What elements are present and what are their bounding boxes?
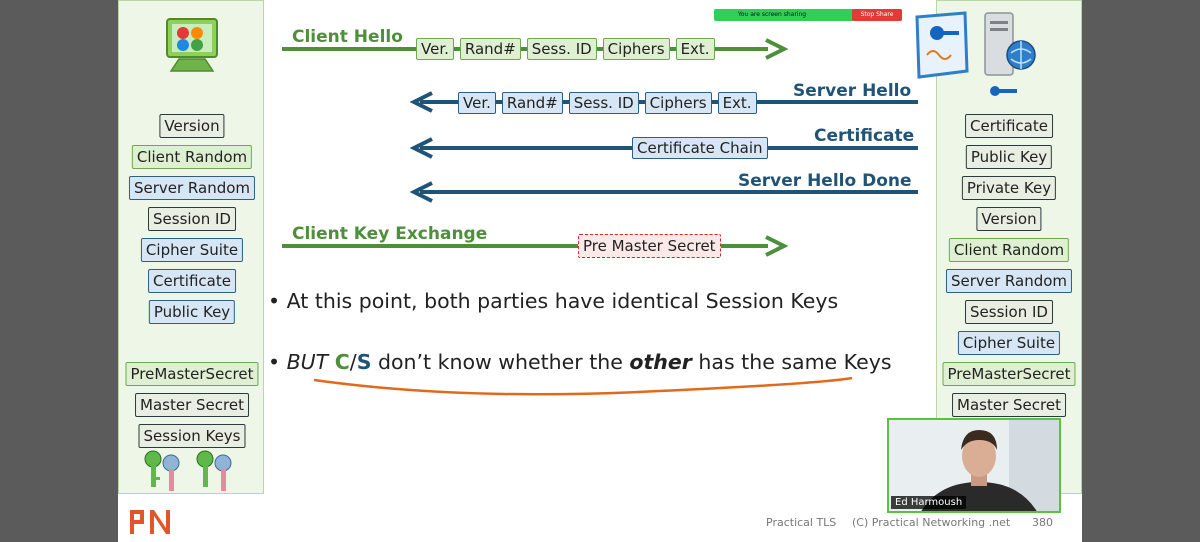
server-tower-icon <box>984 12 1036 96</box>
client-panel-item: Server Random <box>128 176 256 200</box>
certificate-label: Certificate <box>814 126 915 146</box>
server-panel-item: Server Random <box>945 269 1073 293</box>
client-panel-item: Version <box>159 114 225 138</box>
server-hello-field: Ext. <box>717 92 757 114</box>
bullet-keys-unknown: • BUT C/S don’t know whether the other h… <box>268 350 892 374</box>
presenter-video-frame <box>889 420 1059 511</box>
right-letterbox <box>1082 0 1200 542</box>
session-keys-icon <box>144 450 232 491</box>
left-letterbox <box>0 0 118 542</box>
server-hello-field: Sess. ID <box>568 92 639 114</box>
client-hello-arrow <box>282 47 768 51</box>
certificate-chain-field: Certificate Chain <box>632 137 768 159</box>
server-panel-item: Certificate <box>965 114 1053 138</box>
client-key-exchange-label: Client Key Exchange <box>292 224 488 244</box>
bullet-mid: don’t know whether the <box>371 350 630 374</box>
server-panel-item: Session ID <box>965 300 1053 324</box>
client-computer-icon <box>166 18 218 72</box>
webcam-video: Ed Harmoush <box>887 418 1061 513</box>
client-panel-item: Session ID <box>148 207 236 231</box>
server-hello-field: Rand# <box>501 92 563 114</box>
certificate-fields: Certificate Chain <box>632 137 774 159</box>
server-panel-item: Cipher Suite <box>957 331 1061 355</box>
server-hello-field: Ciphers <box>644 92 712 114</box>
server-panel-item: Master Secret <box>952 393 1066 417</box>
bullet-end: has the same Keys <box>691 350 892 374</box>
server-hello-done-label: Server Hello Done <box>738 171 912 191</box>
bullet-s: S <box>356 350 372 374</box>
client-hello-field: Ciphers <box>602 38 670 60</box>
server-panel-item: Public Key <box>965 145 1053 169</box>
server-panel-item: PreMasterSecret <box>942 362 1076 386</box>
server-certificate-icon <box>915 11 969 79</box>
bullet-identical-keys: • At this point, both parties have ident… <box>268 289 838 313</box>
client-hello-field: Ver. <box>416 38 454 60</box>
client-panel-item: Public Key <box>148 300 236 324</box>
server-hello-done-arrowhead <box>410 181 433 203</box>
server-hello-done-arrow <box>420 190 918 194</box>
client-hello-label: Client Hello <box>292 27 403 47</box>
client-hello-field: Sess. ID <box>526 38 597 60</box>
underline-annotation <box>313 376 853 396</box>
client-hello-field: Rand# <box>459 38 521 60</box>
client-panel-item: Session Keys <box>138 424 246 448</box>
screen-share-bar: You are screen sharing Stop Share <box>714 9 902 21</box>
certificate-arrowhead <box>410 137 433 159</box>
client-key-exchange-arrowhead <box>765 235 788 257</box>
server-hello-arrowhead <box>410 91 433 113</box>
screen-share-text: You are screen sharing <box>738 11 807 18</box>
client-hello-fields: Ver. Rand# Sess. ID Ciphers Ext. <box>416 38 721 60</box>
bullet-dot: • <box>268 289 287 313</box>
client-panel-item: Client Random <box>131 145 253 169</box>
client-panel-item: PreMasterSecret <box>125 362 259 386</box>
server-panel-item: Client Random <box>948 238 1070 262</box>
server-hello-label: Server Hello <box>793 81 912 101</box>
server-panel-item: Private Key <box>961 176 1057 200</box>
client-key-exchange-arrow <box>282 244 768 248</box>
bullet-slash: / <box>349 350 357 374</box>
server-hello-field: Ver. <box>458 92 496 114</box>
pre-master-secret-field: Pre Master Secret <box>578 234 721 258</box>
footer-copyright: (C) Practical Networking .net <box>852 516 1011 529</box>
presenter-name-tag: Ed Harmoush <box>891 496 967 509</box>
bullet-dot: • <box>268 350 287 374</box>
server-hello-fields: Ver. Rand# Sess. ID Ciphers Ext. <box>458 92 763 114</box>
footer-page-number: 380 <box>1032 516 1053 529</box>
client-hello-field: Ext. <box>675 38 715 60</box>
client-panel-item: Cipher Suite <box>140 238 244 262</box>
bullet-c: C <box>334 350 350 374</box>
bullet-but: BUT <box>286 350 335 374</box>
footer-course: Practical TLS <box>766 516 837 529</box>
bullet-text: At this point, both parties have identic… <box>286 289 839 313</box>
practical-networking-logo <box>130 510 170 534</box>
bullet-other: other <box>629 350 692 374</box>
client-panel-item: Certificate <box>148 269 236 293</box>
client-panel-item: Master Secret <box>135 393 249 417</box>
stop-share-button[interactable]: Stop Share <box>852 9 902 21</box>
client-hello-arrowhead <box>765 38 788 60</box>
server-panel-item: Version <box>976 207 1042 231</box>
